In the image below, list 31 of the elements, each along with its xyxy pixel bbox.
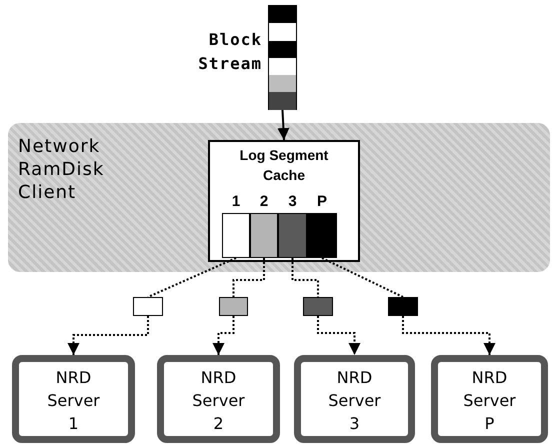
segment-number: 2 [258,193,270,211]
server-box [157,355,280,443]
segment-number: 1 [230,193,242,211]
server-label: NRD Server 3 [328,367,381,435]
client-panel [8,123,550,272]
data-block [388,297,418,316]
connector [402,316,496,355]
data-block [133,297,163,316]
data-block [219,297,248,316]
connector [212,316,234,355]
server-box [294,355,415,443]
server-box [12,355,135,443]
server-box [431,355,548,443]
connector [317,316,360,355]
data-block [303,297,333,316]
server-label: NRD Server 2 [192,367,245,435]
server-label: NRD Server P [463,367,516,435]
server-label: NRD Server 1 [47,367,100,435]
cache-box [208,140,360,262]
connector [292,258,319,297]
connector [277,110,290,140]
connector [232,258,265,297]
connector [322,257,404,298]
cache-title: Log Segment Cache [238,146,330,185]
block-stack-drawing [268,5,297,110]
connector [148,257,236,298]
segment-number: 3 [287,193,298,211]
stream-label: Block Stream [197,29,262,75]
connector [68,316,149,355]
segment-number: P [316,193,328,211]
client-label: Network RamDisk Client [18,135,106,204]
